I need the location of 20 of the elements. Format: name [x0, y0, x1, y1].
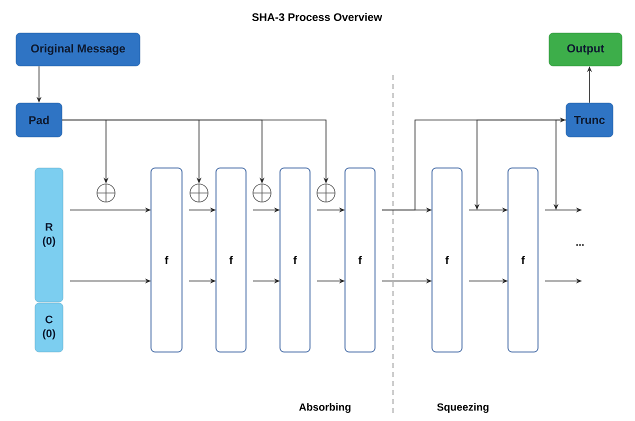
function-box: f [150, 168, 182, 352]
function-box: f [344, 168, 376, 352]
function-box: f [508, 168, 538, 352]
function-box: f [216, 168, 246, 352]
ellipsis: ... [576, 244, 584, 246]
xor-symbol [96, 184, 116, 202]
phase-label: Squeezing [437, 403, 488, 413]
function-box: f [280, 168, 310, 352]
process-box: Original Message [16, 32, 140, 66]
diagram-title: SHA-3 Process Overview [252, 12, 382, 22]
process-box: Pad [16, 102, 62, 138]
xor-symbol [316, 184, 336, 202]
phase-label: Absorbing [299, 403, 350, 413]
function-box: f [432, 168, 462, 352]
xor-symbol [190, 184, 208, 202]
state-box: C (0) [34, 302, 64, 352]
process-box: Trunc [566, 102, 614, 138]
output-box: Output [548, 32, 622, 66]
xor-symbol [252, 184, 272, 202]
state-box: R (0) [34, 168, 64, 302]
